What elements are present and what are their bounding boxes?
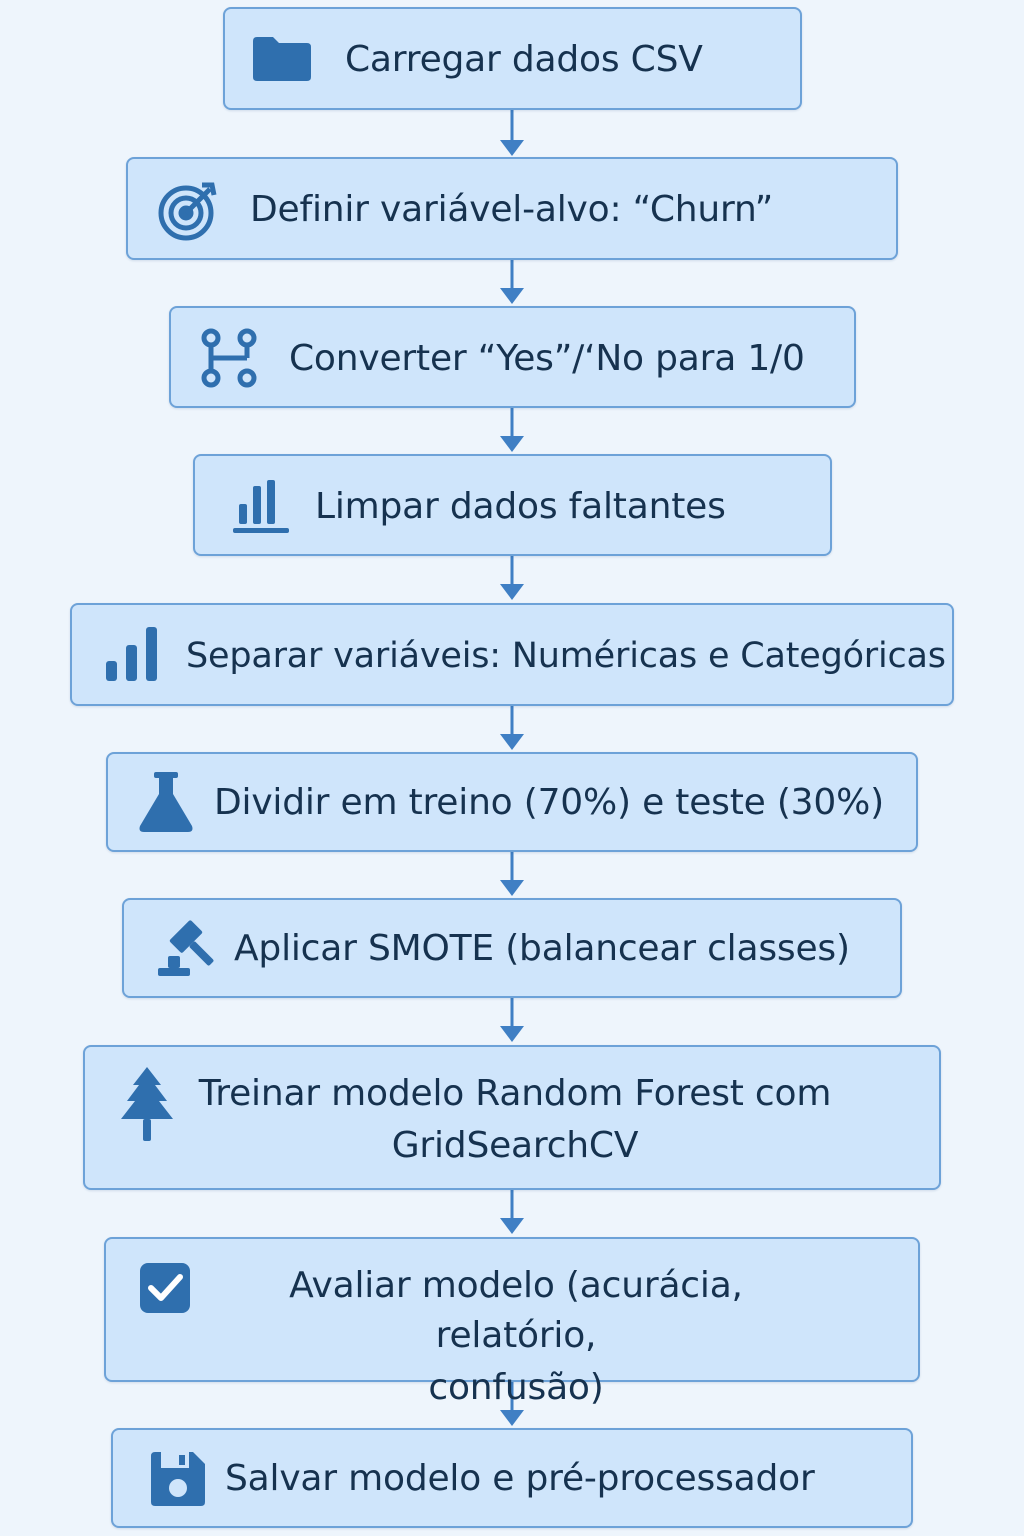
step-evaluate-model: Avaliar modelo (acurácia, relatório, con… bbox=[104, 1237, 920, 1408]
step-label: Definir variável-alvo: “Churn” bbox=[250, 189, 774, 230]
step-train-random-forest: Treinar modelo Random Forest com GridSea… bbox=[83, 1045, 941, 1190]
step-split-variables: Separar variáveis: Numéricas e Categóric… bbox=[70, 603, 954, 706]
flow-arrowhead bbox=[500, 880, 524, 896]
step-label: Separar variáveis: Numéricas e Categóric… bbox=[186, 636, 946, 676]
flow-arrowhead bbox=[500, 1026, 524, 1042]
step-label: Carregar dados CSV bbox=[345, 39, 703, 80]
step-train-test-split: Dividir em treino (70%) e teste (30%) bbox=[106, 752, 918, 852]
step-convert-yes-no: Converter “Yes”/‘No para 1/0 bbox=[169, 306, 856, 408]
tree-icon bbox=[115, 1065, 179, 1145]
save-icon bbox=[147, 1448, 211, 1512]
flow-arrowhead bbox=[500, 734, 524, 750]
folder-icon bbox=[249, 27, 313, 91]
step-label-line-2: GridSearchCV bbox=[391, 1125, 639, 1166]
step-label: Treinar modelo Random Forest com GridSea… bbox=[175, 1069, 855, 1171]
step-clean-missing: Limpar dados faltantes bbox=[193, 454, 832, 556]
step-label: Converter “Yes”/‘No para 1/0 bbox=[289, 338, 805, 379]
flow-arrowhead bbox=[500, 584, 524, 600]
flow-arrowhead bbox=[500, 140, 524, 156]
flow-arrowhead bbox=[500, 436, 524, 452]
step-label: Avaliar modelo (acurácia, relatório, con… bbox=[206, 1261, 826, 1413]
git-branch-icon bbox=[197, 326, 261, 390]
step-save-model: Salvar modelo e pré-processador bbox=[111, 1428, 913, 1528]
checkbox-icon bbox=[136, 1259, 200, 1323]
step-label: Salvar modelo e pré-processador bbox=[225, 1458, 815, 1499]
step-label-line-1: Treinar modelo Random Forest com bbox=[198, 1073, 832, 1114]
step-label-line-2: confusão) bbox=[428, 1367, 604, 1408]
step-define-target: Definir variável-alvo: “Churn” bbox=[126, 157, 898, 260]
step-label: Aplicar SMOTE (balancear classes) bbox=[234, 928, 850, 969]
step-label: Dividir em treino (70%) e teste (30%) bbox=[214, 782, 884, 823]
bar-chart-icon bbox=[229, 474, 293, 538]
gavel-icon bbox=[152, 916, 216, 980]
flow-arrowhead bbox=[500, 1218, 524, 1234]
step-apply-smote: Aplicar SMOTE (balancear classes) bbox=[122, 898, 902, 998]
step-label-line-1: Avaliar modelo (acurácia, relatório, bbox=[289, 1265, 743, 1356]
flask-icon bbox=[134, 770, 198, 834]
step-label: Limpar dados faltantes bbox=[315, 486, 726, 527]
flow-arrowhead bbox=[500, 288, 524, 304]
step-load-csv: Carregar dados CSV bbox=[223, 7, 802, 110]
signal-bars-icon bbox=[102, 623, 166, 687]
target-icon bbox=[156, 179, 220, 243]
